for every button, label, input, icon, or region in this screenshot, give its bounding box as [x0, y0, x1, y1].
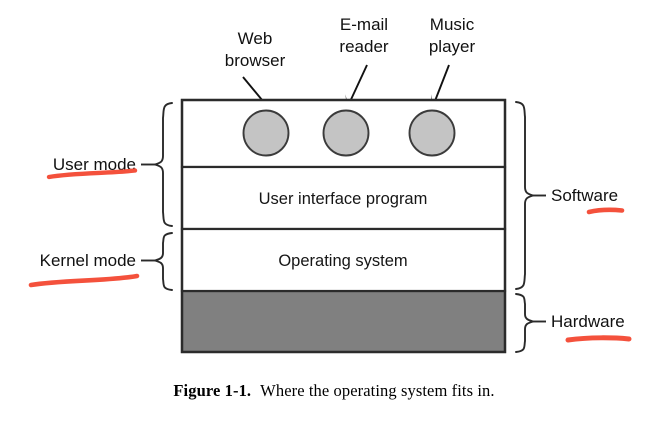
right-bracket-hardware-brace	[515, 293, 534, 353]
callout-music-player-line2: player	[429, 37, 476, 56]
highlight-underline-hardware	[565, 335, 632, 343]
layer-label-operating-system: Operating system	[278, 252, 407, 270]
left-bracket-user-mode-brace	[154, 102, 173, 227]
left-bracket-kernel-mode-label: Kernel mode	[40, 251, 136, 270]
figure-caption-text: Where the operating system fits in.	[260, 381, 495, 400]
right-bracket-software-brace	[515, 101, 534, 290]
callout-email-reader: E-mail reader	[339, 15, 389, 107]
highlight-underline-user-mode	[46, 168, 138, 180]
left-bracket-user-mode-label: User mode	[53, 155, 136, 174]
callout-web-browser: Web browser	[225, 29, 286, 107]
callout-email-reader-line1: E-mail	[340, 15, 388, 34]
figure-caption: Figure 1-1. Where the operating system fi…	[0, 381, 668, 401]
layer-label-user-interface-program: User interface program	[259, 190, 428, 208]
layer-stack: User interface program Operating system	[180, 98, 507, 354]
layer-user-interface-program-row	[180, 165, 507, 231]
right-bracket-hardware-label: Hardware	[551, 312, 625, 331]
left-bracket-kernel-mode: Kernel mode	[28, 232, 173, 291]
app-circle-music-player	[408, 109, 456, 157]
callout-music-player-line1: Music	[430, 15, 475, 34]
layer-stack-outer-frame	[180, 98, 507, 354]
left-bracket-kernel-mode-brace	[154, 232, 173, 291]
app-circle-web-browser	[242, 109, 290, 157]
figure-caption-label: Figure 1-1.	[173, 381, 252, 400]
right-bracket-software-label: Software	[551, 186, 618, 205]
callout-web-browser-line1: Web	[238, 29, 273, 48]
app-circle-email-reader	[322, 109, 370, 157]
right-bracket-software: Software	[515, 101, 625, 290]
callout-web-browser-line2: browser	[225, 51, 286, 70]
right-bracket-hardware: Hardware	[515, 293, 632, 353]
left-bracket-user-mode: User mode	[46, 102, 173, 227]
callout-email-reader-line2: reader	[339, 37, 388, 56]
callout-music-player: Music player	[425, 15, 476, 107]
layer-hardware-band	[180, 289, 507, 354]
highlight-underline-software	[586, 207, 625, 215]
highlight-underline-kernel-mode	[28, 273, 140, 288]
